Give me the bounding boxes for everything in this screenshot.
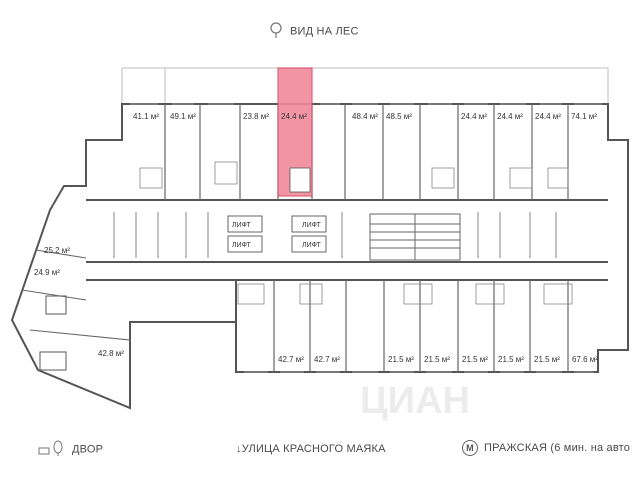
- unit-area-w3: 42.8 м²: [98, 349, 124, 358]
- unit-area-s5: 21.5 м²: [462, 355, 488, 364]
- arrow-down-icon: ↓: [236, 443, 242, 455]
- street-text: УЛИЦА КРАСНОГО МАЯКА: [241, 443, 386, 455]
- unit-area-n2: 49.1 м²: [170, 112, 196, 121]
- unit-area-w1: 25.2 м²: [44, 246, 70, 255]
- lift-label-1: ЛИФТ: [232, 222, 252, 229]
- north-bathrooms: [139, 161, 569, 191]
- west-partitions: [21, 249, 131, 371]
- lift-label-2: ЛИФТ: [232, 242, 252, 249]
- unit-area-n10: 74.1 м²: [571, 112, 597, 121]
- unit-area-s3: 21.5 м²: [388, 355, 414, 364]
- yard-text: ДВОР: [72, 443, 104, 456]
- corridor-rooms: [113, 212, 557, 258]
- unit-area-n3: 23.8 м²: [243, 112, 269, 121]
- unit-area-n8: 24.4 м²: [497, 112, 523, 121]
- north-partitions: [164, 104, 569, 200]
- unit-area-s6: 21.5 м²: [498, 355, 524, 364]
- building-walls: [10, 103, 629, 410]
- unit-area-s1: 42.7 м²: [278, 355, 304, 364]
- unit-area-n4: 24.4 м²: [281, 112, 307, 121]
- highlighted-bathroom: [289, 167, 311, 193]
- south-bathrooms: [237, 283, 573, 305]
- yard-caption: ДВОР: [38, 440, 103, 459]
- unit-area-n5: 48.4 м²: [352, 112, 378, 121]
- unit-area-n9: 24.4 м²: [535, 112, 561, 121]
- south-partitions: [273, 280, 569, 372]
- lift-label-4: ЛИФТ: [302, 242, 322, 249]
- unit-area-s2: 42.7 м²: [314, 355, 340, 364]
- metro-icon: М: [462, 440, 478, 456]
- forest-view-text: ВИД НА ЛЕС: [290, 25, 359, 38]
- unit-area-s8: 67.6 м²: [572, 355, 598, 364]
- unit-area-n1: 41.1 м²: [133, 112, 159, 121]
- metro-text: ПРАЖСКАЯ (6 мин. на авто: [484, 441, 631, 454]
- unit-area-n7: 24.4 м²: [461, 112, 487, 121]
- lift-label-3: ЛИФТ: [302, 222, 322, 229]
- unit-area-s7: 21.5 м²: [534, 355, 560, 364]
- core: [227, 213, 461, 261]
- unit-area-s4: 21.5 м²: [424, 355, 450, 364]
- unit-area-w2: 24.9 м²: [34, 268, 60, 277]
- unit-area-n6: 48.5 м²: [386, 112, 412, 121]
- street-caption: ↓УЛИЦА КРАСНОГО МАЯКА: [236, 443, 386, 455]
- watermark: ЦИАН: [360, 380, 470, 422]
- metro-caption: М ПРАЖСКАЯ (6 мин. на авто: [462, 440, 630, 456]
- balcony-outline: [121, 67, 609, 104]
- forest-view-caption: ВИД НА ЛЕС: [268, 22, 359, 41]
- tree-icon: [268, 22, 284, 41]
- playground-icon: [38, 440, 66, 459]
